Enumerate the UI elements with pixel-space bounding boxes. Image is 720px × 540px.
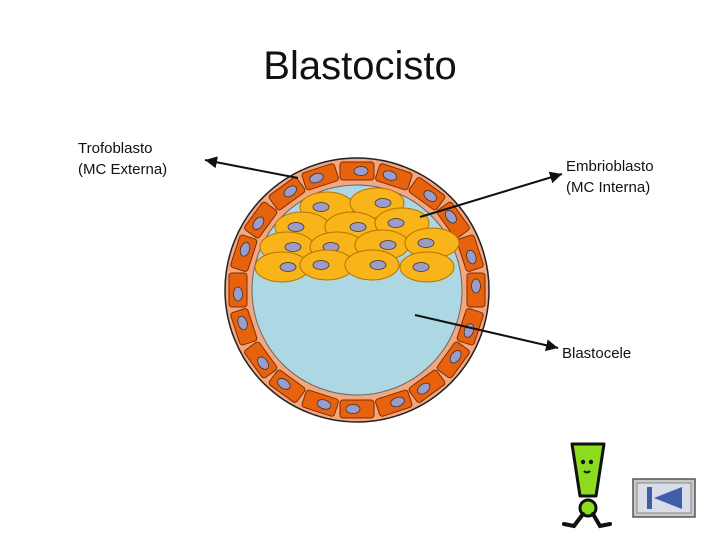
trophoblast-cell bbox=[408, 369, 446, 403]
label-blastocele: Blastocele bbox=[562, 345, 632, 362]
trophoblast-cell bbox=[408, 177, 446, 211]
trophoblast-cell bbox=[244, 201, 278, 239]
label-embrioblasto: Embrioblasto (MC Interna) bbox=[566, 158, 654, 196]
trophoblast-cell bbox=[230, 234, 258, 272]
trophoblast-cell bbox=[244, 341, 278, 379]
trophoblast-cell bbox=[456, 234, 484, 272]
trophoblast-cell bbox=[268, 177, 306, 211]
trophoblast-cell bbox=[230, 308, 258, 346]
trophoblast-cell bbox=[339, 161, 375, 181]
trophoblast-cell bbox=[436, 201, 470, 239]
arrow-blastocele bbox=[414, 314, 559, 352]
trophoblast-cell bbox=[375, 163, 413, 191]
trophoblast-cell bbox=[375, 389, 413, 417]
inner-cell-mass bbox=[254, 187, 460, 283]
inner-cell bbox=[344, 249, 400, 281]
arrow-trofoblasto bbox=[204, 156, 299, 179]
trophoblast-cell bbox=[301, 389, 339, 417]
inner-cell bbox=[299, 249, 355, 281]
trophoblast-cell bbox=[436, 341, 470, 379]
skip-back-icon[interactable] bbox=[632, 478, 696, 518]
trophoblast-cell bbox=[301, 163, 339, 191]
label-trofoblasto: Trofoblasto (MC Externa) bbox=[78, 140, 168, 178]
trophoblast-cell bbox=[268, 369, 306, 403]
trophoblast-cell bbox=[466, 272, 486, 308]
inner-cell bbox=[254, 251, 310, 283]
slide-title: Blastocisto bbox=[263, 44, 457, 88]
inner-cell bbox=[399, 251, 455, 283]
trophoblast-cells bbox=[228, 161, 486, 419]
arrow-embrioblasto bbox=[419, 171, 563, 218]
trophoblast-cell bbox=[228, 272, 248, 308]
exclamation-mascot-icon bbox=[562, 442, 612, 529]
trophoblast-cell bbox=[339, 399, 375, 419]
